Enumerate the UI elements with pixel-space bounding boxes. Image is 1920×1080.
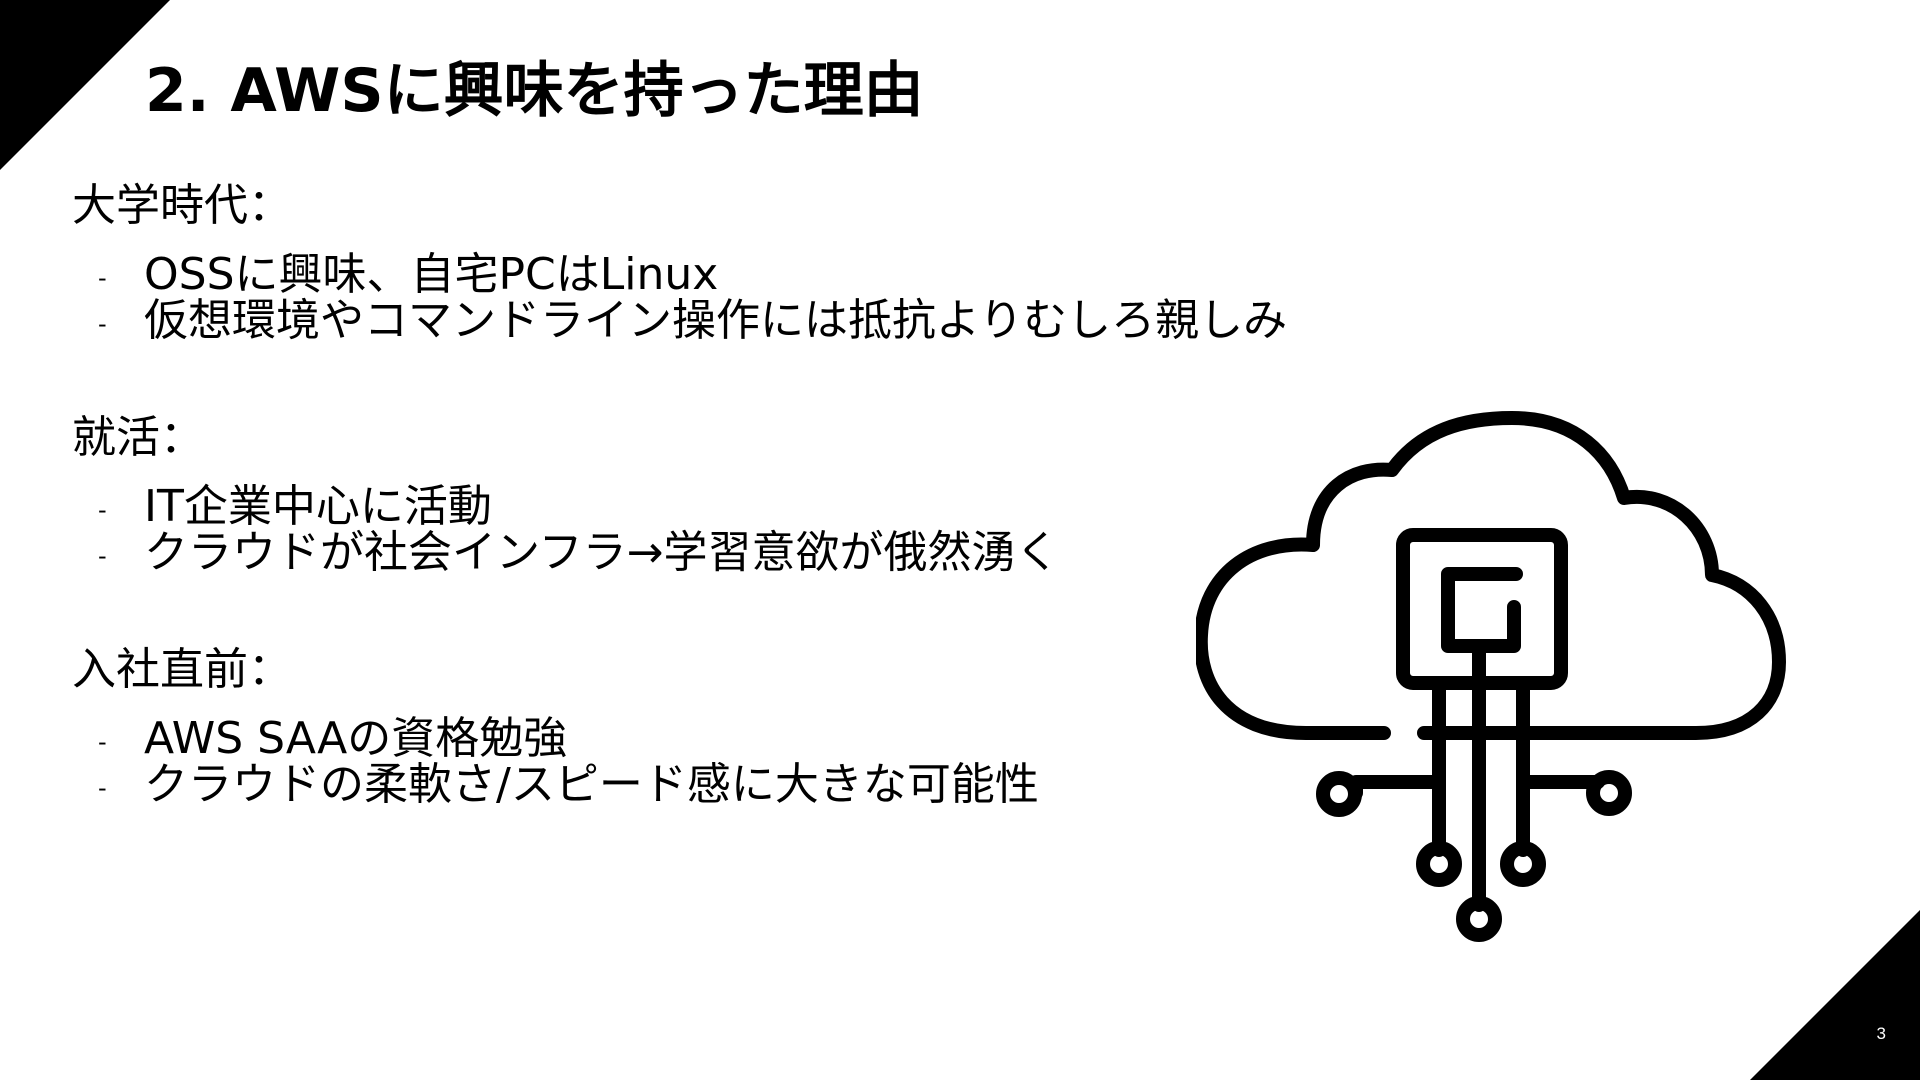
bullet-text: IT企業中心に活動 bbox=[144, 481, 492, 532]
corner-decoration-top-left bbox=[0, 0, 170, 170]
bullet-dash: - bbox=[98, 542, 107, 570]
section-heading: 入社直前： bbox=[72, 644, 292, 695]
bullet-list: - OSSに興味、自宅PCはLinux - 仮想環境やコマンドライン操作には抵抗… bbox=[72, 252, 1392, 344]
slide-title: 2. AWSに興味を持った理由 bbox=[145, 56, 924, 126]
bullet-item: - 仮想環境やコマンドライン操作には抵抗よりむしろ親しみ bbox=[72, 298, 1392, 344]
bullet-text: AWS SAAの資格勉強 bbox=[144, 713, 568, 764]
bullet-item: - クラウドの柔軟さ/スピード感に大きな可能性 bbox=[72, 762, 1392, 808]
bullet-item: - IT企業中心に活動 bbox=[72, 484, 1392, 530]
section-heading: 就活： bbox=[72, 412, 204, 463]
bullet-text: 仮想環境やコマンドライン操作には抵抗よりむしろ親しみ bbox=[144, 295, 1288, 346]
bullet-item: - AWS SAAの資格勉強 bbox=[72, 716, 1392, 762]
section-heading: 大学時代： bbox=[72, 180, 292, 231]
bullet-item: - OSSに興味、自宅PCはLinux bbox=[72, 252, 1392, 298]
bullet-text: クラウドの柔軟さ/スピード感に大きな可能性 bbox=[144, 759, 1039, 810]
bullet-item: - クラウドが社会インフラ→学習意欲が俄然湧く bbox=[72, 530, 1392, 576]
section-before-joining: 入社直前： - AWS SAAの資格勉強 - クラウドの柔軟さ/スピード感に大き… bbox=[72, 640, 1392, 808]
bullet-dash: - bbox=[98, 774, 107, 802]
bullet-dash: - bbox=[98, 310, 107, 338]
bullet-text: OSSに興味、自宅PCはLinux bbox=[144, 249, 719, 300]
page-number: 3 bbox=[1876, 1024, 1886, 1043]
bullet-list: - IT企業中心に活動 - クラウドが社会インフラ→学習意欲が俄然湧く bbox=[72, 484, 1392, 576]
section-university: 大学時代： - OSSに興味、自宅PCはLinux - 仮想環境やコマンドライン… bbox=[72, 176, 1392, 344]
cloud-circuit-icon bbox=[1196, 411, 1786, 942]
bullet-dash: - bbox=[98, 496, 107, 524]
bullet-dash: - bbox=[98, 728, 107, 756]
bullet-list: - AWS SAAの資格勉強 - クラウドの柔軟さ/スピード感に大きな可能性 bbox=[72, 716, 1392, 808]
bullet-text: クラウドが社会インフラ→学習意欲が俄然湧く bbox=[144, 527, 1060, 578]
section-job-hunting: 就活： - IT企業中心に活動 - クラウドが社会インフラ→学習意欲が俄然湧く bbox=[72, 408, 1392, 576]
corner-decoration-bottom-right bbox=[1750, 910, 1920, 1080]
slide-content: 大学時代： - OSSに興味、自宅PCはLinux - 仮想環境やコマンドライン… bbox=[72, 176, 1392, 872]
bullet-dash: - bbox=[98, 264, 107, 292]
